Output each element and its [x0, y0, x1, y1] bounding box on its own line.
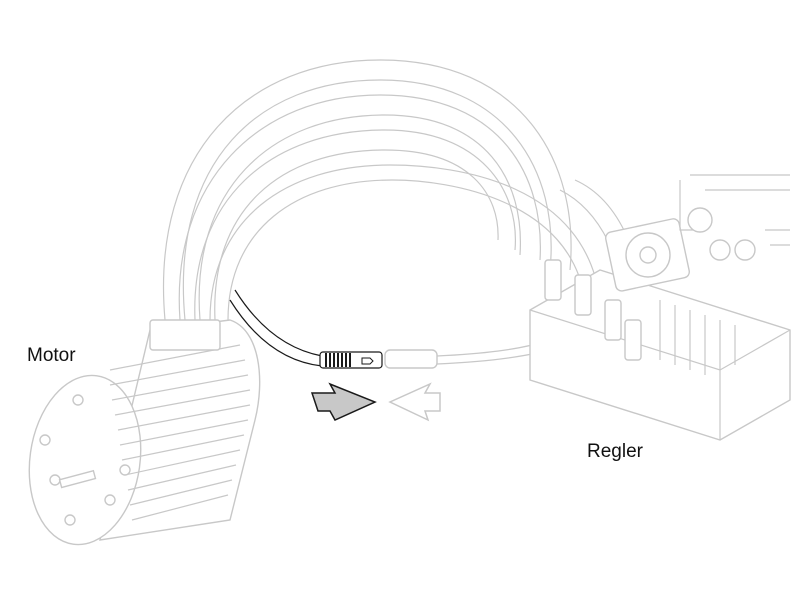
esc-label: Regler [587, 441, 643, 462]
motor-sensor-cable [234, 289, 323, 357]
plug-in-arrow-left [388, 382, 441, 422]
motor-label: Motor [27, 345, 76, 366]
esc-controller [529, 174, 791, 441]
motor [28, 319, 261, 546]
motor-sensor-connector [319, 351, 383, 369]
plug-in-arrow-right [310, 382, 377, 421]
motor-power-wires [163, 59, 646, 331]
